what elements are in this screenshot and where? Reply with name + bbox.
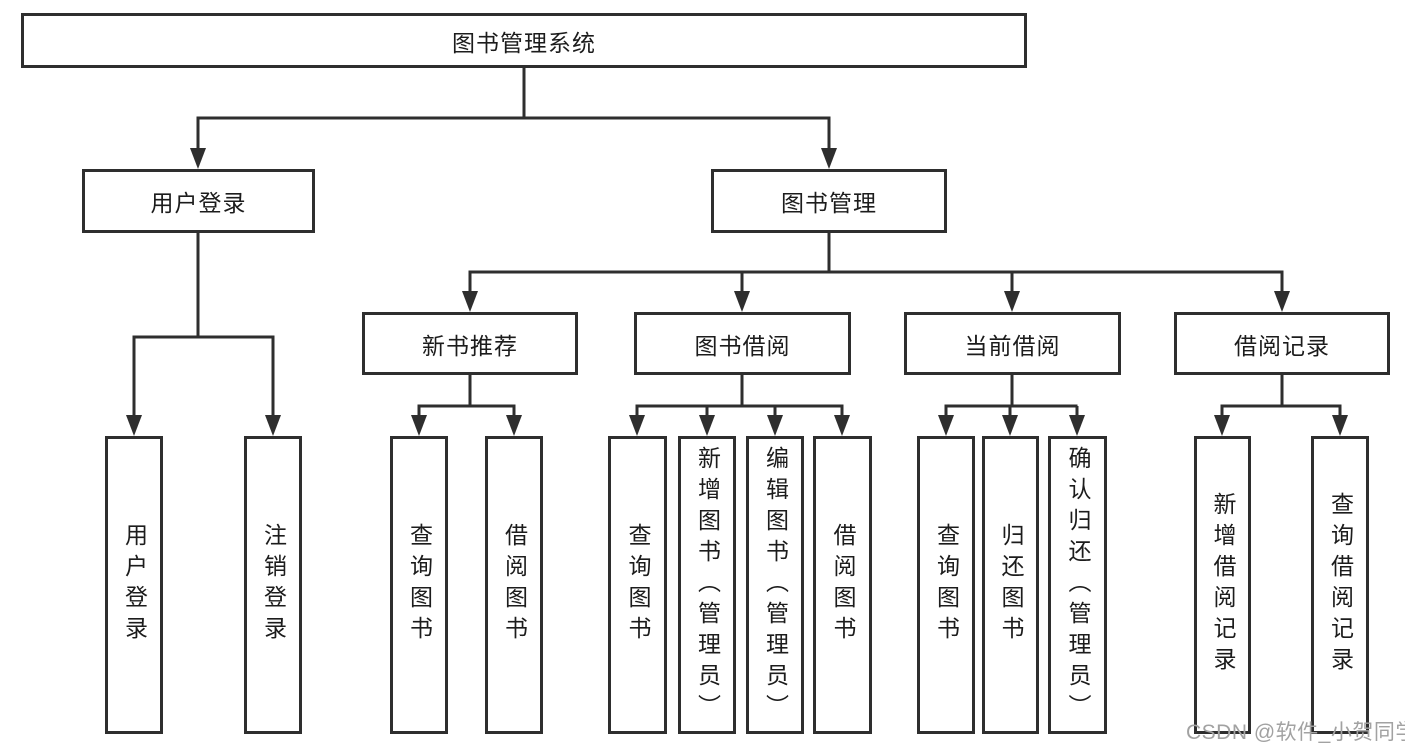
arrowheads: [126, 148, 1348, 436]
leaf-query-borrow-record: 查询借阅记录: [1311, 436, 1369, 734]
leaf-query-books-current: 查询图书: [917, 436, 975, 734]
leaf-return-books: 归还图书: [982, 436, 1039, 734]
leaf-confirm-return-admin: 确认归还（管理员）: [1048, 436, 1107, 734]
leaf-query-books-recommend: 查询图书: [390, 436, 448, 734]
leaf-query-books-borrowing: 查询图书: [608, 436, 667, 734]
leaf-add-books-admin: 新增图书（管理员）: [678, 436, 736, 734]
node-root-library-management-system: 图书管理系统: [21, 13, 1027, 68]
leaf-add-borrow-record: 新增借阅记录: [1194, 436, 1251, 734]
node-borrowing-records: 借阅记录: [1174, 312, 1390, 375]
node-current-borrowing: 当前借阅: [904, 312, 1121, 375]
node-book-borrowing: 图书借阅: [634, 312, 851, 375]
leaf-logout: 注销登录: [244, 436, 302, 734]
leaf-user-login: 用户登录: [105, 436, 163, 734]
csdn-watermark: CSDN @软件_小贺同学: [1186, 721, 1405, 744]
leaf-borrow-books-recommend: 借阅图书: [485, 436, 543, 734]
node-user-login: 用户登录: [82, 169, 315, 233]
leaf-edit-books-admin: 编辑图书（管理员）: [746, 436, 804, 734]
node-book-management: 图书管理: [711, 169, 947, 233]
leaf-borrow-books-borrowing: 借阅图书: [813, 436, 872, 734]
node-new-book-recommend: 新书推荐: [362, 312, 578, 375]
